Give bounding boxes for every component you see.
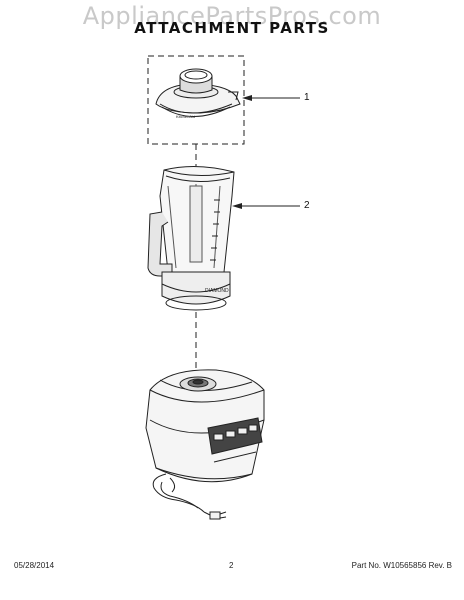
callout-2-arrow (232, 203, 242, 209)
power-cord-icon (152, 473, 227, 520)
svg-text:KitchenAid: KitchenAid (176, 114, 195, 119)
callout-number-1: 1 (304, 92, 310, 103)
page-title: ATTACHMENT PARTS (134, 19, 330, 37)
callout-1-arrow (242, 95, 252, 101)
site-watermark: AppliancePartsPros.com (82, 2, 382, 30)
blender-lid-icon: KitchenAid (155, 68, 241, 119)
footer-page-number: 2 (229, 561, 234, 570)
footer-part-number: Part No. W10565856 Rev. B (351, 561, 452, 570)
callout-number-2: 2 (304, 200, 310, 211)
blender-jar-icon (147, 165, 235, 311)
footer-date: 05/28/2014 (14, 561, 55, 570)
blender-base-icon (145, 369, 265, 483)
jar-side-text: DIAMOND (205, 288, 229, 294)
